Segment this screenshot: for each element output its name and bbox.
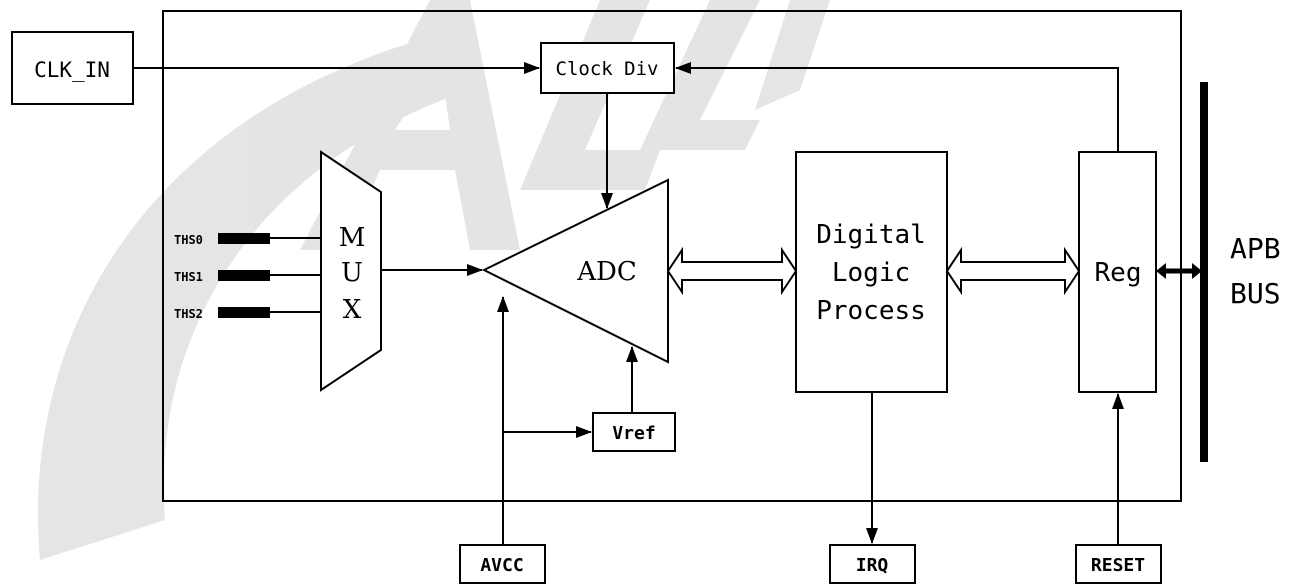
clk-in-label: CLK_IN (34, 58, 110, 82)
apb-label-line2: BUS (1230, 277, 1281, 310)
apb-bus-bar (1200, 82, 1208, 462)
irq-label: IRQ (856, 555, 889, 576)
mux-label-x: X (343, 295, 362, 325)
chip-boundary (162, 10, 1182, 502)
ths2-input: THS2 (174, 307, 321, 321)
clock-div-label: Clock Div (556, 58, 659, 80)
clock-div-block: Clock Div (540, 42, 675, 94)
ths0-input: THS0 (174, 233, 321, 247)
mux-label-m: M (339, 223, 366, 253)
dlp-label-line2: Logic (832, 258, 910, 288)
ths0-label: THS0 (174, 233, 203, 247)
adc-label: ADC (576, 257, 637, 287)
apb-label-line1: APB (1230, 232, 1281, 265)
adc-block: ADC (481, 178, 669, 364)
avcc-block: AVCC (459, 544, 546, 584)
reg-to-clock-div-arrow (675, 62, 1119, 152)
dlp-label-line1: Digital (816, 220, 926, 250)
reg-block: Reg (1078, 151, 1157, 393)
reg-label: Reg (1095, 258, 1142, 288)
ths2-label: THS2 (174, 307, 203, 321)
apb-bus-label: APB BUS (1230, 232, 1281, 310)
irq-block: IRQ (829, 544, 916, 584)
dlp-reg-bus-arrow (945, 246, 1081, 296)
mux-label-u: U (341, 258, 363, 288)
avcc-label: AVCC (480, 555, 523, 576)
vref-label: Vref (612, 423, 655, 444)
mux-block: M U X (320, 150, 382, 392)
adc-dlp-bus-arrow (666, 246, 798, 296)
ths1-input: THS1 (174, 270, 321, 284)
reg-apb-arrow (1156, 263, 1202, 279)
ths1-label: THS1 (174, 270, 203, 284)
reset-block: RESET (1075, 544, 1162, 584)
reset-label: RESET (1091, 555, 1145, 576)
clk-in-block: CLK_IN (11, 31, 134, 105)
vref-block: Vref (592, 412, 676, 452)
dlp-label-line3: Process (816, 296, 926, 326)
digital-logic-process-block: Digital Logic Process (795, 151, 948, 393)
